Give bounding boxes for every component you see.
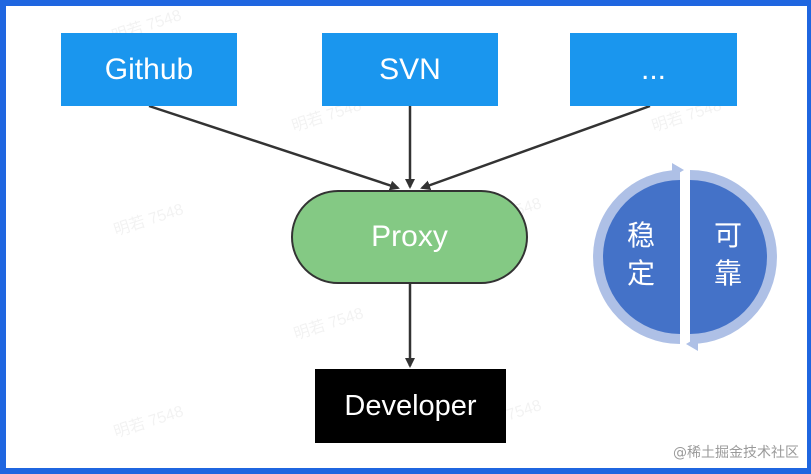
source-github-label: Github xyxy=(104,52,194,86)
stability-cycle-badge xyxy=(593,163,777,351)
developer-label: Developer xyxy=(344,389,477,422)
cycle-right-label: 可 靠 xyxy=(713,219,742,290)
cycle-arrowhead-bottom xyxy=(686,337,698,351)
footer-credit: @稀土掘金技术社区 xyxy=(673,445,799,461)
proxy-label: Proxy xyxy=(371,220,448,253)
cycle-right-inner xyxy=(690,180,767,334)
arrow-github-to-proxy xyxy=(148,104,400,191)
developer-node: Developer xyxy=(315,369,506,443)
source-svn-box: SVN xyxy=(322,33,498,106)
source-more-box: ... xyxy=(570,33,737,106)
arrow-more-to-proxy xyxy=(420,104,651,190)
source-svn-label: SVN xyxy=(379,52,441,86)
cycle-arrowhead-top xyxy=(672,163,684,177)
proxy-node: Proxy xyxy=(291,190,528,284)
source-github-box: Github xyxy=(61,33,237,106)
cycle-left-inner xyxy=(603,180,680,334)
cycle-left-label: 稳 定 xyxy=(626,219,655,290)
source-more-label: ... xyxy=(640,52,666,86)
